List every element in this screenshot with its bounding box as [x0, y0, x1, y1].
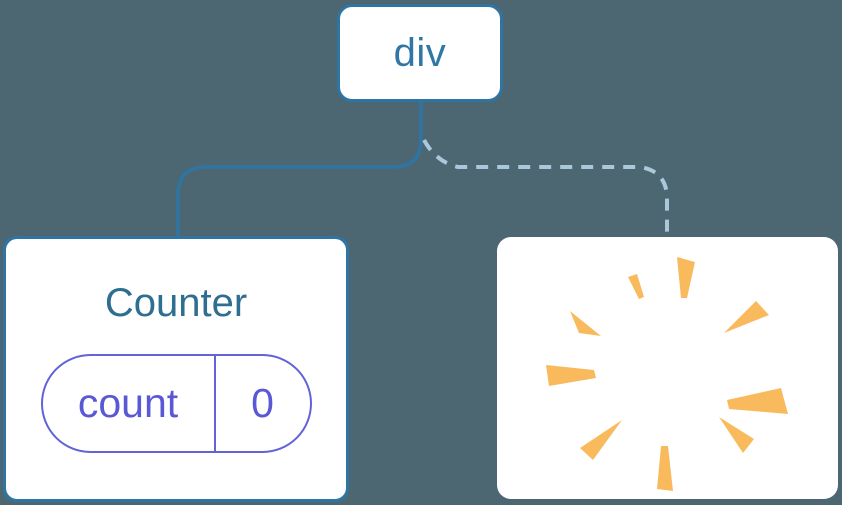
state-value-label: 0	[251, 380, 274, 426]
connector-dashed-edge	[422, 139, 669, 239]
state-value-cell: 0	[216, 356, 310, 451]
state-name-label: count	[77, 380, 179, 426]
root-node: div	[337, 4, 503, 102]
removed-component-card	[497, 237, 838, 499]
root-node-label: div	[393, 30, 447, 75]
state-name-cell: count	[43, 356, 216, 451]
state-pill: count 0	[40, 354, 312, 453]
counter-component-card: Counter count 0	[3, 236, 349, 502]
component-title: Counter	[104, 281, 248, 325]
poof-sparkle-icon	[546, 257, 788, 491]
connector-solid-edge	[176, 101, 423, 238]
